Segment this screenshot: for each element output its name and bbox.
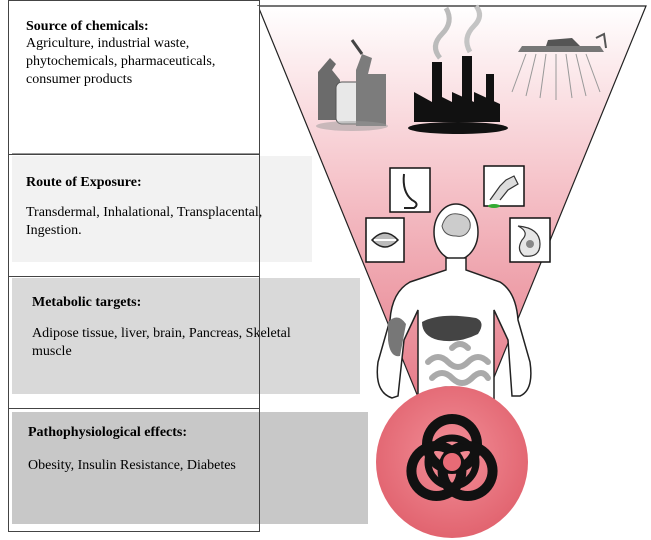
source-line-2: phytochemicals, pharmaceuticals, <box>26 53 250 71</box>
divider-2 <box>8 276 260 277</box>
mouth-icon <box>366 218 404 262</box>
metabolic-line-1: Adipose tissue, liver, brain, Pancreas, … <box>32 325 350 343</box>
biohazard-icon <box>376 386 528 538</box>
metabolic-box: Metabolic targets: Adipose tissue, liver… <box>12 278 360 394</box>
source-box: Source of chemicals: Agriculture, indust… <box>12 6 260 154</box>
brain-head-icon <box>442 214 470 237</box>
route-line-2: Ingestion. <box>26 222 302 240</box>
metabolic-title: Metabolic targets: <box>32 294 350 311</box>
effects-title: Pathophysiological effects: <box>28 424 358 441</box>
route-title: Route of Exposure: <box>26 174 302 191</box>
effects-line-1: Obesity, Insulin Resistance, Diabetes <box>28 457 358 475</box>
hand-icon <box>484 166 524 208</box>
source-title: Source of chemicals: <box>26 18 250 35</box>
pregnant-uterus-icon <box>510 218 550 262</box>
divider-3 <box>8 408 260 409</box>
source-line-3: consumer products <box>26 71 250 89</box>
divider-1 <box>8 154 260 155</box>
route-box: Route of Exposure: Transdermal, Inhalati… <box>12 156 312 262</box>
source-line-1: Agriculture, industrial waste, <box>26 35 250 53</box>
effects-box: Pathophysiological effects: Obesity, Ins… <box>12 412 368 524</box>
route-line-1: Transdermal, Inhalational, Transplacenta… <box>26 204 302 222</box>
metabolic-line-2: muscle <box>32 343 350 361</box>
nose-icon <box>390 168 430 212</box>
